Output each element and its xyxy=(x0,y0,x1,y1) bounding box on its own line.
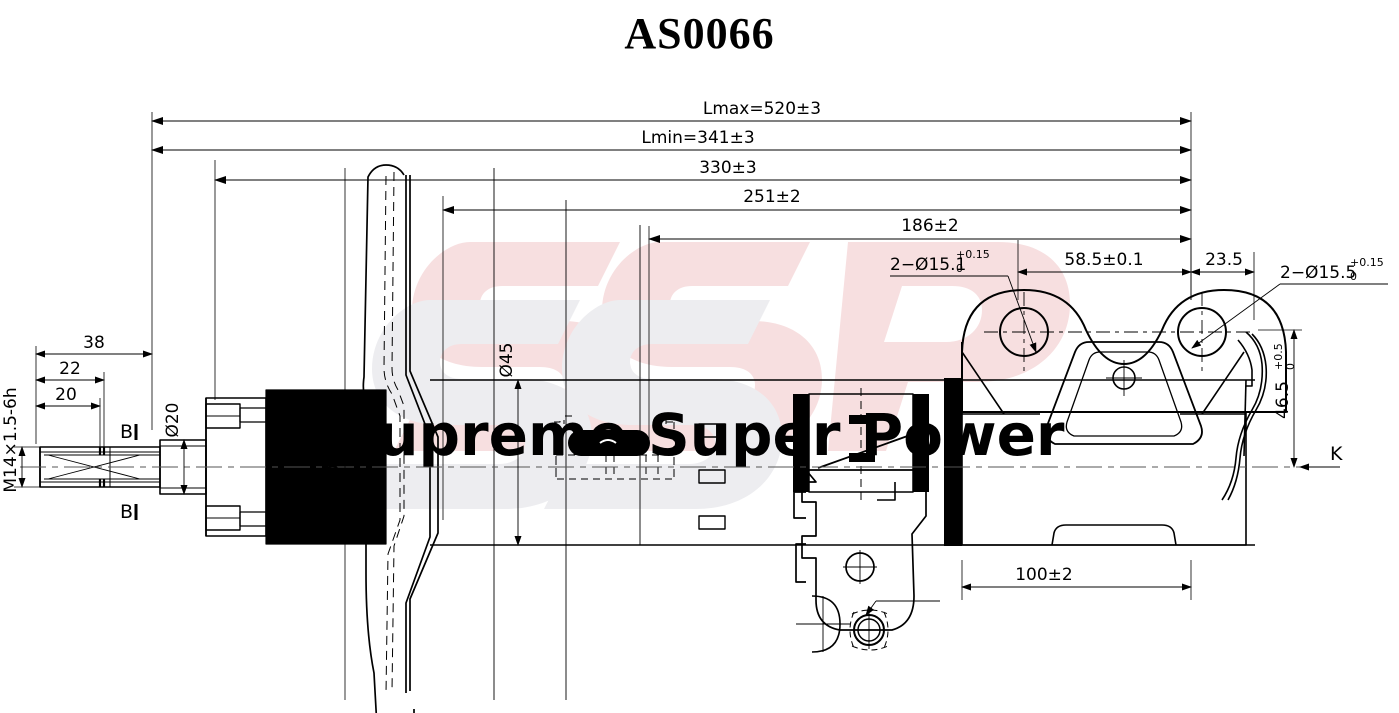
callout-46-5-main: 46.5 xyxy=(1273,381,1293,419)
weld-collars xyxy=(793,378,962,546)
dim-46-5 xyxy=(1258,329,1302,468)
dim-label-330: 330±3 xyxy=(699,158,757,178)
lower-knuckle-bracket xyxy=(793,427,931,653)
page-title: AS0066 xyxy=(624,9,775,58)
callout-46-5: 46.5 +0.5 0 xyxy=(1272,343,1297,419)
callout-hole-left-main: 2−Ø15.1 xyxy=(890,255,966,275)
dimension-text-layer: Lmax=520±3 Lmin=341±3 330±3 251±2 186±2 … xyxy=(1,99,1384,585)
dim-label-dia176: Ø176 xyxy=(324,432,344,478)
tube-small-marks xyxy=(698,423,726,530)
view-marker-k: K xyxy=(1330,443,1343,465)
leader-hole-right xyxy=(1191,283,1388,349)
damper-outer-tube xyxy=(430,379,1255,546)
body-section-lines xyxy=(493,168,641,700)
spring-seat-plate xyxy=(265,389,387,545)
dim-label-58-5: 58.5±0.1 xyxy=(1064,250,1143,270)
callout-hole-right-tol-low: 0 xyxy=(1350,270,1357,283)
spring-seat-hidden-lines xyxy=(383,171,405,695)
section-marker-b-bottom: B xyxy=(120,501,133,523)
dim-label-dia45: Ø45 xyxy=(497,342,517,377)
dim-label-38: 38 xyxy=(83,333,105,353)
leader-bushing xyxy=(865,600,940,616)
hole-centre-marks xyxy=(984,292,1250,372)
dim-label-thread: M14×1.5-6h xyxy=(1,387,21,492)
right-flange-profile xyxy=(1221,331,1268,501)
section-marker-b-top: B xyxy=(120,421,133,443)
dim-22 xyxy=(35,372,105,448)
dim-38 xyxy=(35,346,153,444)
callout-hole-left-tol-low: 0 xyxy=(956,262,963,275)
fork-side-edges xyxy=(961,351,1245,415)
dim-label-20: 20 xyxy=(55,385,77,405)
collar-body xyxy=(808,388,914,500)
dim-label-100: 100±2 xyxy=(1015,565,1073,585)
threaded-rod xyxy=(39,446,161,488)
dimension-layer xyxy=(14,112,1388,700)
callout-underlines xyxy=(890,275,1388,285)
callout-hole-left: 2−Ø15.1 +0.15 0 xyxy=(890,248,990,275)
dim-label-lmin: Lmin=341±3 xyxy=(641,128,754,148)
dim-thread-dia xyxy=(14,446,40,488)
callout-hole-right: 2−Ø15.5 +0.15 0 xyxy=(1280,256,1384,283)
callout-46-5-tol-up: +0.5 xyxy=(1272,343,1285,370)
upper-fork-bracket xyxy=(961,289,1287,413)
fork-lower-body xyxy=(961,412,1247,546)
spring-seat-dish xyxy=(362,164,439,713)
dim-label-251: 251±2 xyxy=(743,187,801,207)
callout-hole-left-tol-up: +0.15 xyxy=(956,248,990,261)
centre-boss xyxy=(1045,341,1203,445)
dim-label-lmax: Lmax=520±3 xyxy=(703,99,821,119)
callout-hole-right-main: 2−Ø15.5 xyxy=(1280,263,1356,283)
dim-20 xyxy=(35,398,101,448)
callout-46-5-tol-low: 0 xyxy=(1284,363,1297,370)
dim-label-dia20: Ø20 xyxy=(163,402,183,437)
dim-label-22: 22 xyxy=(59,359,81,379)
dim-label-23-5: 23.5 xyxy=(1205,250,1243,270)
callout-hole-right-tol-up: +0.15 xyxy=(1350,256,1384,269)
dim-label-186: 186±2 xyxy=(901,216,959,236)
tube-decal xyxy=(568,430,650,456)
